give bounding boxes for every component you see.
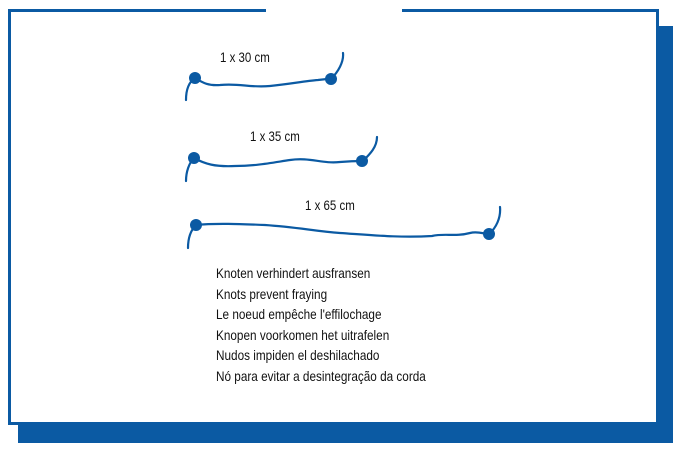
fraying-note-list: Knoten verhindert ausfransen Knots preve…	[216, 263, 426, 386]
rope-2-length-label: 1 x 35 cm	[250, 128, 300, 144]
rope-2	[184, 135, 379, 183]
rope-1-knot-right	[325, 73, 337, 85]
note-dutch: Knopen voorkomen het uitrafelen	[216, 326, 390, 343]
note-spanish: Nudos impiden el deshilachado	[216, 347, 380, 363]
rope-3-line	[186, 205, 502, 250]
rope-3-knot-right	[483, 228, 495, 240]
rope-1	[184, 51, 345, 102]
note-french: Le noeud empêche l'effilochage	[216, 306, 382, 322]
rope-2-knot-left	[188, 152, 200, 164]
panel-top-gap	[266, 0, 402, 14]
note-portuguese: Nó para evitar a desintegração da corda	[216, 367, 426, 384]
rope-3	[186, 205, 502, 250]
rope-3-knot-left	[190, 219, 202, 231]
rope-2-knot-right	[356, 155, 368, 167]
rope-3-length-label: 1 x 65 cm	[305, 197, 355, 213]
rope-1-knot-left	[189, 72, 201, 84]
rope-1-length-label: 1 x 30 cm	[220, 49, 270, 65]
note-english: Knots prevent fraying	[216, 285, 328, 302]
note-german: Knoten verhindert ausfransen	[216, 265, 371, 281]
